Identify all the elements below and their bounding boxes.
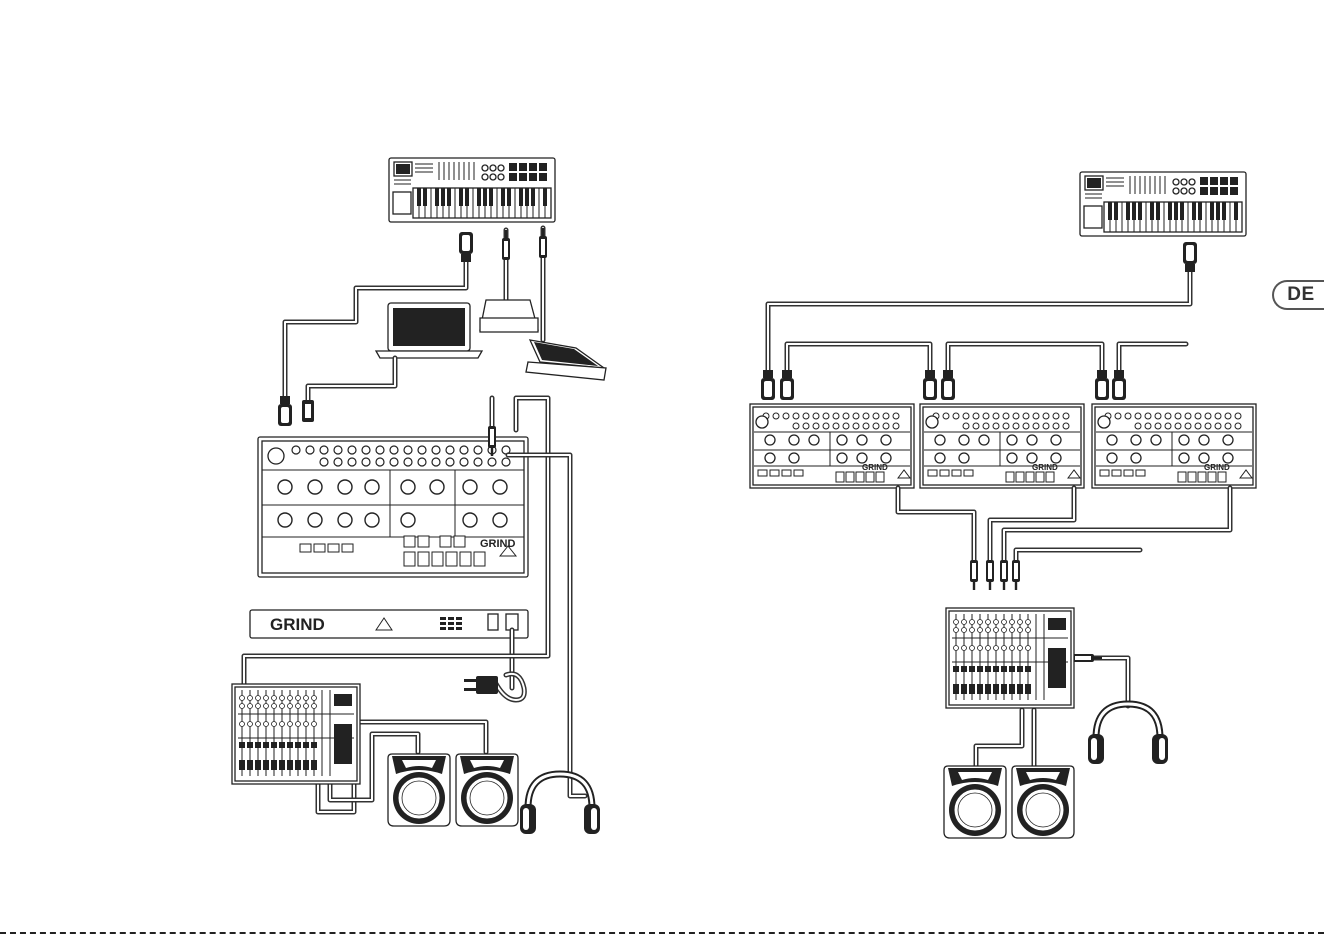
- power-adapter-icon: [464, 630, 524, 700]
- module-brand-label: GRIND: [862, 463, 888, 472]
- mixer-icon: [232, 684, 360, 784]
- synth-module-icon: GRIND: [920, 404, 1084, 488]
- left-setup: GRIND GRIND: [232, 158, 606, 834]
- speaker-icon: [1012, 766, 1074, 838]
- midi-chain-cables: [761, 242, 1197, 400]
- expression-pedal-icon: [526, 228, 606, 380]
- right-setup: GRIND GRIND GRIND: [750, 172, 1256, 838]
- module-brand-label: GRIND: [1032, 463, 1058, 472]
- speaker-icon: [944, 766, 1006, 838]
- rack-brand-label: GRIND: [270, 615, 325, 634]
- page-bottom-rule: [0, 932, 1324, 934]
- rack-unit-icon: GRIND: [250, 610, 528, 638]
- sustain-pedal-icon: [480, 230, 538, 332]
- synth-module-icon: GRIND: [750, 404, 914, 488]
- midi-keyboard-icon: [389, 158, 555, 222]
- headphones-icon: [1088, 704, 1168, 764]
- midi-keyboard-icon: [1080, 172, 1246, 236]
- synth-module-icon: GRIND: [1092, 404, 1256, 488]
- speaker-icon: [456, 754, 518, 826]
- headphones-icon: [520, 774, 600, 834]
- speaker-icon: [388, 754, 450, 826]
- usb-cable-laptop-to-synth: [302, 358, 395, 422]
- synth-module-icon: GRIND: [258, 437, 528, 577]
- mixer-icon: [946, 608, 1074, 708]
- laptop-icon: [376, 303, 482, 358]
- module-brand-label: GRIND: [1204, 463, 1230, 472]
